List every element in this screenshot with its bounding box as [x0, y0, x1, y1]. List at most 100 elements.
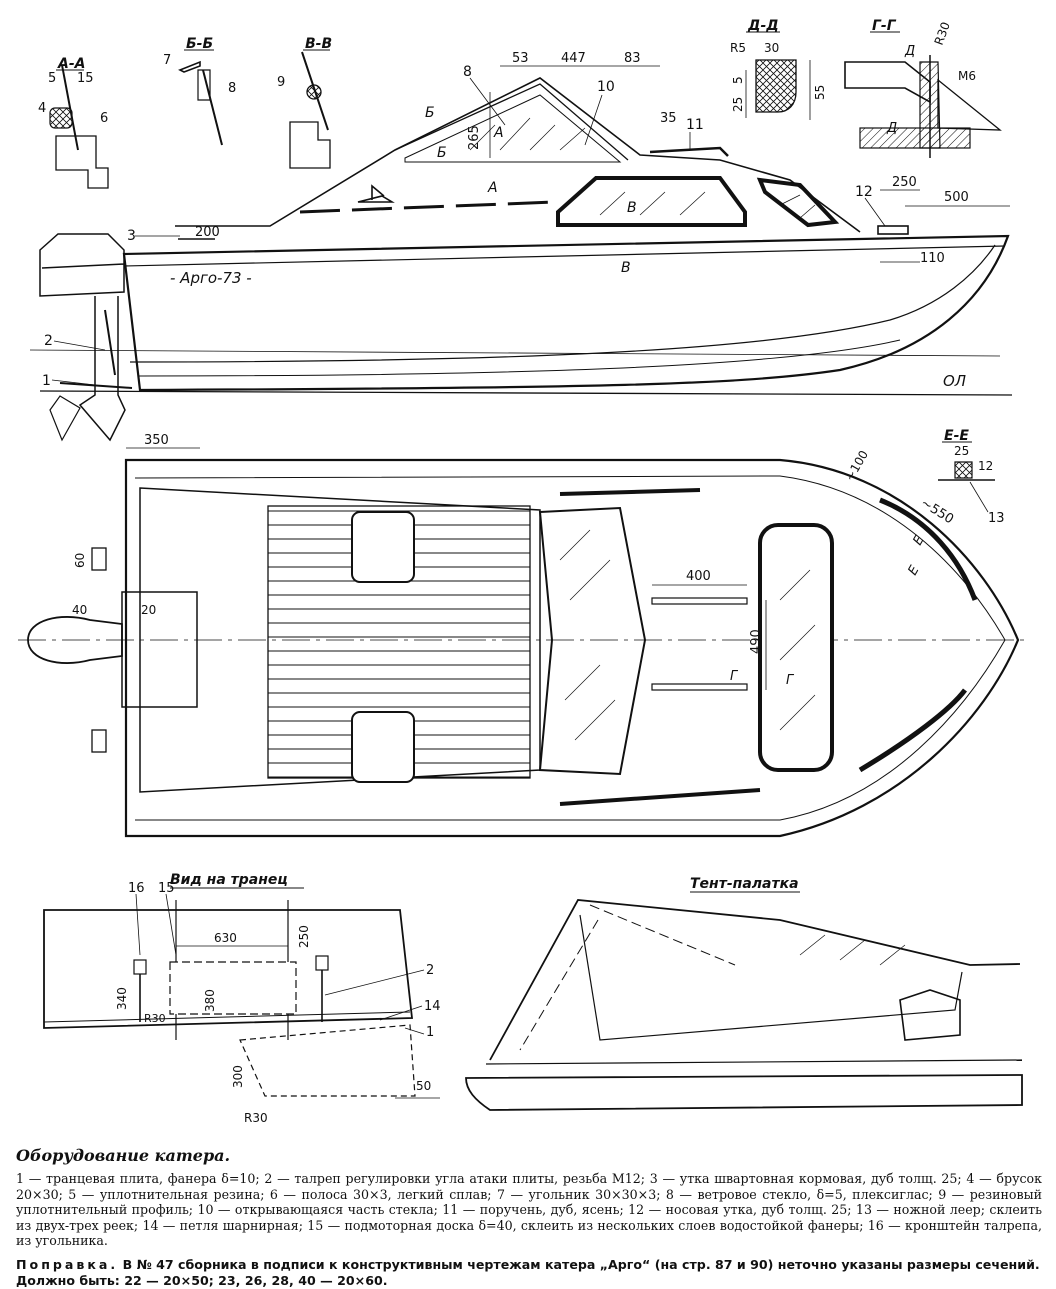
- svg-text:15: 15: [158, 881, 175, 896]
- svg-text:12: 12: [855, 184, 873, 200]
- svg-text:15: 15: [77, 71, 94, 86]
- svg-text:А: А: [487, 180, 498, 196]
- svg-text:1: 1: [42, 373, 51, 389]
- svg-text:83: 83: [624, 51, 641, 66]
- svg-text:Б: Б: [437, 145, 447, 161]
- svg-text:12: 12: [978, 459, 993, 473]
- transom-motor-board: [169, 961, 297, 1015]
- svg-text:10: 10: [597, 79, 615, 95]
- svg-text:53: 53: [512, 51, 529, 66]
- svg-text:3: 3: [127, 228, 136, 244]
- svg-text:400: 400: [686, 569, 711, 584]
- side-callouts: 1 2 3 8 10 11 12: [42, 64, 886, 389]
- svg-text:8: 8: [463, 64, 472, 80]
- svg-text:Б-Б: Б-Б: [186, 36, 213, 52]
- waterline-label: ОЛ: [943, 372, 966, 390]
- svg-text:~550: ~550: [918, 496, 956, 528]
- seat-lower: [351, 711, 415, 783]
- caption-title: Оборудование катера.: [16, 1146, 231, 1165]
- side-section-marks: Б Б А А В В: [425, 105, 637, 276]
- svg-text:В-В: В-В: [305, 36, 332, 52]
- caption-text: 1 — транцевая плита, фанера δ=10; 2 — та…: [16, 1171, 1042, 1249]
- svg-text:Д-Д: Д-Д: [747, 18, 779, 34]
- svg-text:6: 6: [100, 111, 108, 126]
- svg-text:300: 300: [231, 1065, 245, 1088]
- svg-text:200: 200: [195, 225, 220, 240]
- tent-view: Тент-палатка: [465, 876, 1023, 1111]
- svg-text:Д: Д: [886, 121, 897, 136]
- svg-text:R30: R30: [244, 1111, 268, 1125]
- svg-text:630: 630: [214, 931, 237, 945]
- svg-text:16: 16: [128, 881, 145, 896]
- svg-text:1: 1: [426, 1025, 434, 1040]
- section-vv: В-В 9: [277, 36, 332, 169]
- svg-text:25: 25: [954, 444, 969, 458]
- svg-text:350: 350: [144, 433, 169, 448]
- svg-text:9: 9: [277, 75, 285, 90]
- svg-text:4: 4: [38, 101, 46, 116]
- caption: Оборудование катера. 1 — транцевая плита…: [16, 1146, 1042, 1289]
- svg-text:250: 250: [297, 925, 311, 948]
- svg-text:447: 447: [561, 51, 586, 66]
- plan-windshield: [538, 506, 647, 776]
- section-dd: Д-Д R5 30 5 25 55: [730, 18, 827, 120]
- svg-text:490: 490: [749, 629, 764, 654]
- svg-text:5: 5: [731, 76, 745, 84]
- svg-text:40: 40: [72, 603, 87, 617]
- seat-upper: [351, 511, 415, 583]
- outboard-motor: [39, 233, 125, 297]
- svg-text:В: В: [621, 260, 631, 276]
- plan-hull-outline: [124, 458, 1020, 838]
- transom-callouts: 16 15 2 14 1: [128, 881, 441, 1040]
- svg-text:380: 380: [203, 989, 217, 1012]
- svg-text:В: В: [627, 200, 637, 216]
- cabin-outline: [175, 77, 861, 233]
- plan-view: 350 60 40 20 400 490 ~100 ~550 Г Г Е Е: [18, 433, 1030, 838]
- svg-text:7: 7: [163, 53, 171, 68]
- svg-text:Тент-палатка: Тент-палатка: [690, 876, 799, 892]
- svg-text:М6: М6: [958, 69, 976, 83]
- svg-text:2: 2: [426, 963, 434, 978]
- svg-text:265: 265: [467, 125, 482, 150]
- waterline: [39, 390, 1013, 396]
- correction-word: Поправка.: [16, 1256, 119, 1272]
- svg-text:20: 20: [141, 603, 156, 617]
- svg-text:А: А: [493, 125, 504, 141]
- correction-text: В № 47 сборника в подписи к конструктивн…: [16, 1256, 1040, 1288]
- section-ee: Е-Е 25 12 13: [938, 428, 1005, 526]
- svg-text:35: 35: [660, 111, 677, 126]
- transom-dimensions: 630 250 340 380 R30 300 50 R30: [115, 925, 440, 1125]
- svg-text:R5: R5: [730, 41, 746, 55]
- svg-text:Вид на транец: Вид на транец: [170, 872, 288, 888]
- transom-view: Вид на транец 16 15 2 14 1 630 250 340 3…: [43, 872, 441, 1125]
- hull-outline: [122, 234, 1010, 392]
- svg-text:Г-Г: Г-Г: [872, 18, 897, 34]
- svg-text:Б: Б: [425, 105, 435, 121]
- svg-text:Г: Г: [730, 669, 739, 684]
- svg-text:5: 5: [48, 71, 56, 86]
- svg-text:340: 340: [115, 987, 129, 1010]
- boat-name: - Арго-73 -: [170, 269, 252, 287]
- svg-text:50: 50: [416, 1079, 431, 1093]
- svg-text:8: 8: [228, 81, 236, 96]
- side-dimensions: 200 53 447 83 35 265 250 500 110: [195, 51, 1010, 266]
- svg-text:R30: R30: [932, 20, 953, 47]
- boat-drawing: ОЛ - Арго-73 -: [18, 18, 1030, 1125]
- svg-text:30: 30: [764, 41, 779, 55]
- svg-text:13: 13: [988, 511, 1005, 526]
- svg-text:R30: R30: [144, 1012, 166, 1025]
- plan-hatch: [758, 523, 834, 772]
- cabin-window: [556, 176, 747, 227]
- svg-text:А-А: А-А: [57, 56, 85, 72]
- svg-text:500: 500: [944, 190, 969, 205]
- tent-frame: [489, 899, 1021, 1061]
- svg-text:Е-Е: Е-Е: [944, 428, 969, 444]
- section-aa: А-А 5 4 15 6: [38, 56, 109, 189]
- section-gg: Г-Г Д Д R30 М6: [844, 18, 1002, 158]
- svg-text:11: 11: [686, 117, 704, 133]
- svg-text:Г: Г: [786, 673, 795, 688]
- svg-text:Д: Д: [904, 44, 915, 59]
- svg-text:55: 55: [813, 85, 827, 100]
- svg-text:2: 2: [44, 333, 53, 349]
- svg-text:14: 14: [424, 999, 441, 1014]
